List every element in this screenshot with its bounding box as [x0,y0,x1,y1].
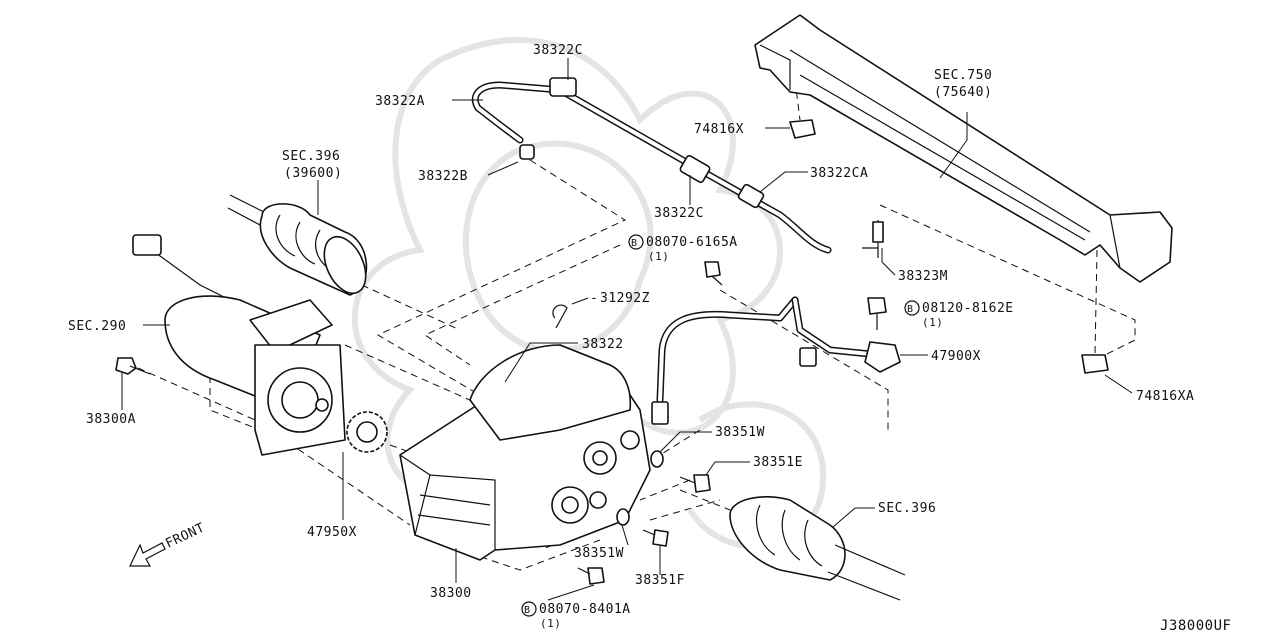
callout-08070-6165a: 08070-6165A [646,235,738,250]
callout-sec396-bottom: SEC.396 [878,501,936,516]
leader-lines [121,58,1133,601]
cross-member-sec750 [754,14,1173,283]
front-label: FRONT [163,520,207,551]
bolt-mark-icon [904,300,920,316]
fasteners [115,119,1109,585]
diagram-code: J38000UF [1160,618,1231,634]
callout-38351e: 38351E [753,455,803,470]
callout-38351w-bottom: 38351W [574,546,624,561]
callout-38322a: 38322A [375,94,425,109]
callout-08120-8162e: 08120-8162E [922,301,1014,316]
callout-sec750: SEC.750 [934,68,992,83]
callout-38322ca: 38322CA [810,166,868,181]
part-callouts: 38322C 38322A 38322B 38322C 38322CA SEC.… [68,43,1194,630]
callout-sec396-top: SEC.396 [282,149,340,164]
callout-47950x: 47950X [307,525,357,540]
callout-38323m: 38323M [898,269,948,284]
callout-08070-6165a-qty: (1) [648,250,669,263]
wiring-harness [651,296,901,425]
callout-47900x: 47900X [931,349,981,364]
transfer-case [399,344,651,561]
actuator-motor [132,234,346,456]
callout-sec750-ref: (75640) [934,85,992,100]
callout-sec396-top-ref: (39600) [284,166,342,181]
callout-sec290: SEC.290 [68,319,126,334]
drive-shaft-boot-lower [729,496,906,601]
callout-38300: 38300 [430,586,472,601]
bolt-mark-label: B [907,304,914,315]
callout-08070-8401a-qty: (1) [540,617,561,630]
callout-08120-8162e-qty: (1) [922,316,943,329]
bolt-mark-label: B [631,238,638,249]
callout-38322: 38322 [582,337,624,352]
callout-38351w-top: 38351W [715,425,765,440]
callout-74816x: 74816X [694,122,744,137]
assembly-guide-lines [137,79,1136,571]
callout-74816xa: 74816XA [1136,389,1194,404]
drive-shaft-boot-upper [227,194,368,296]
callout-38351f: 38351F [635,573,685,588]
callout-31292z-dash: - [590,291,598,306]
callout-38322c-mid: 38322C [654,206,704,221]
callout-38322c-top: 38322C [533,43,583,58]
front-indicator: FRONT [129,520,207,567]
callout-38322b: 38322B [418,169,468,184]
front-arrow-icon [129,542,166,567]
callout-38300a: 38300A [86,412,136,427]
bolt-mark-icon [521,601,537,617]
callout-31292z: 31292Z [600,291,650,306]
callout-08070-8401a: 08070-8401A [539,602,631,617]
drive-gear [346,411,388,453]
bolt-mark-icon [628,234,644,250]
breather-hose [471,77,884,258]
bolt-mark-label: B [524,605,531,616]
